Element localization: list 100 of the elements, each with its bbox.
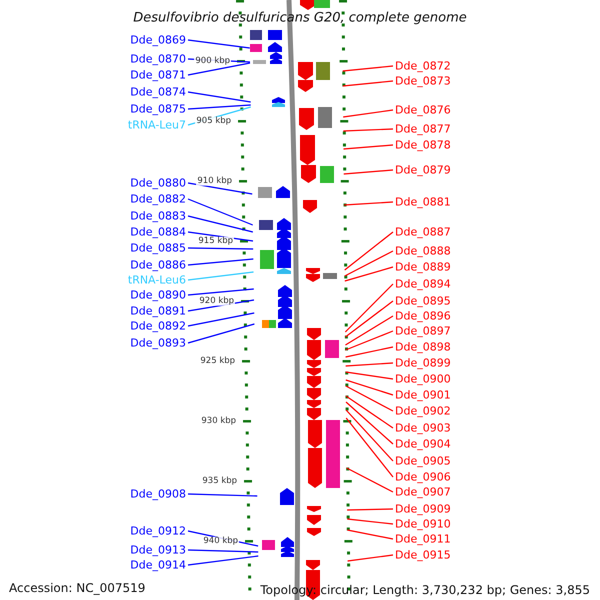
leader-line (188, 182, 252, 195)
leader-line (344, 232, 394, 270)
gene-label: Dde_0885 (130, 242, 186, 254)
gene-label: Dde_0910 (395, 518, 451, 530)
gene-label: Dde_0880 (130, 178, 186, 188)
leader-line (188, 258, 254, 266)
leader-line (346, 371, 394, 380)
leader-line (188, 271, 254, 281)
gene-label: Dde_0895 (395, 296, 451, 306)
leader-line (345, 330, 394, 351)
gene-label: Dde_0881 (395, 196, 451, 208)
leader-line (188, 62, 250, 76)
leader-line (188, 323, 255, 344)
leader-line (345, 346, 394, 358)
leader-line (188, 91, 251, 103)
gene-label: tRNA-Leu6 (128, 274, 186, 286)
gene-label: Dde_0899 (395, 358, 451, 368)
gene-label: Dde_0914 (130, 560, 186, 570)
gene-label: Dde_0898 (395, 342, 451, 352)
scale-label: 925 kbp (199, 356, 236, 366)
gene-label: Dde_0915 (395, 550, 451, 560)
gene-label: Dde_0904 (395, 438, 451, 450)
gene-label: Dde_0870 (130, 54, 186, 64)
gene-label: Dde_0875 (130, 104, 186, 114)
leader-line (344, 266, 394, 282)
gene-label: Dde_0891 (130, 306, 186, 316)
leader-line (345, 300, 394, 338)
gene-label: Dde_0901 (395, 390, 451, 400)
gene-label: Dde_0911 (395, 534, 451, 544)
gene-label: Dde_0886 (130, 260, 186, 270)
gene-label: Dde_0869 (130, 34, 186, 46)
leader-line (188, 555, 258, 566)
leader-line (348, 554, 394, 562)
gene-label: Dde_0883 (130, 210, 186, 222)
gene-label: Dde_0879 (395, 164, 451, 176)
gene-label: Dde_0913 (130, 544, 186, 556)
gene-label: Dde_0896 (395, 310, 451, 322)
leader-line (343, 128, 394, 132)
leader-line (188, 288, 254, 296)
leader-line (188, 104, 251, 110)
leader-line (345, 315, 394, 346)
gene-label: Dde_0872 (395, 60, 451, 72)
leader-line (346, 396, 394, 428)
gene-label: Dde_0876 (395, 104, 451, 116)
leader-line (346, 362, 394, 367)
scale-label: 940 kbp (202, 536, 240, 546)
gene-label: Dde_0902 (395, 406, 451, 416)
leader-line (344, 169, 394, 175)
gene-label: Dde_0897 (395, 326, 451, 336)
diagram-title: Desulfovibrio desulfuricans G20, complete genome (132, 12, 468, 24)
scale-label: 905 kbp (195, 116, 232, 126)
gene-label: Dde_0877 (395, 124, 451, 134)
gene-label: Dde_0912 (130, 526, 186, 536)
leader-line (343, 109, 394, 118)
gene-label: Dde_0892 (130, 320, 186, 332)
leader-line (342, 65, 394, 72)
leader-line (346, 418, 394, 478)
gene-label: Dde_0908 (130, 488, 186, 500)
scale-label: 930 kbp (200, 416, 238, 426)
gene-label: Dde_0889 (395, 262, 451, 272)
gene-label: Dde_0900 (395, 374, 451, 384)
leader-line (188, 549, 258, 553)
leader-line (346, 467, 394, 493)
leader-line (188, 312, 254, 327)
leader-line (347, 529, 394, 540)
gene-label: Dde_0884 (130, 226, 186, 238)
scale-label: 935 kbp (201, 476, 238, 486)
gene-label: Dde_0882 (130, 194, 186, 204)
gene-label: Dde_0903 (395, 422, 451, 434)
gene-label: Dde_0890 (130, 290, 186, 300)
leader-line (347, 508, 394, 511)
leader-line (346, 379, 394, 396)
gene-label: Dde_0871 (130, 70, 186, 80)
leader-line (344, 201, 394, 206)
scale-label: 920 kbp (198, 296, 236, 306)
gene-label: Dde_0894 (395, 278, 451, 290)
accession-text: Accession: NC_007519 (9, 582, 146, 594)
scale-label: 915 kbp (197, 236, 234, 246)
leader-line (188, 39, 250, 49)
gene-label: Dde_0907 (395, 486, 451, 498)
leader-line (188, 247, 254, 250)
gene-label: Dde_0874 (130, 86, 186, 98)
leader-line (343, 144, 394, 150)
gene-label: Dde_0878 (395, 140, 451, 150)
gene-label: Dde_0906 (395, 472, 451, 482)
leader-line (188, 215, 253, 233)
leader-line (347, 518, 394, 525)
leader-line (346, 410, 394, 462)
gene-label: Dde_0905 (395, 456, 451, 466)
leader-line (188, 198, 253, 226)
leader-line (342, 80, 394, 87)
leader-line (346, 385, 394, 412)
gene-label: Dde_0887 (395, 226, 451, 238)
leader-line (346, 402, 394, 444)
scale-label: 900 kbp (194, 56, 232, 66)
leader-line (344, 250, 394, 277)
gene-label: Dde_0909 (395, 504, 451, 514)
leader-line (188, 493, 258, 497)
gene-label: Dde_0873 (395, 76, 451, 86)
gene-label: tRNA-Leu7 (128, 120, 186, 130)
